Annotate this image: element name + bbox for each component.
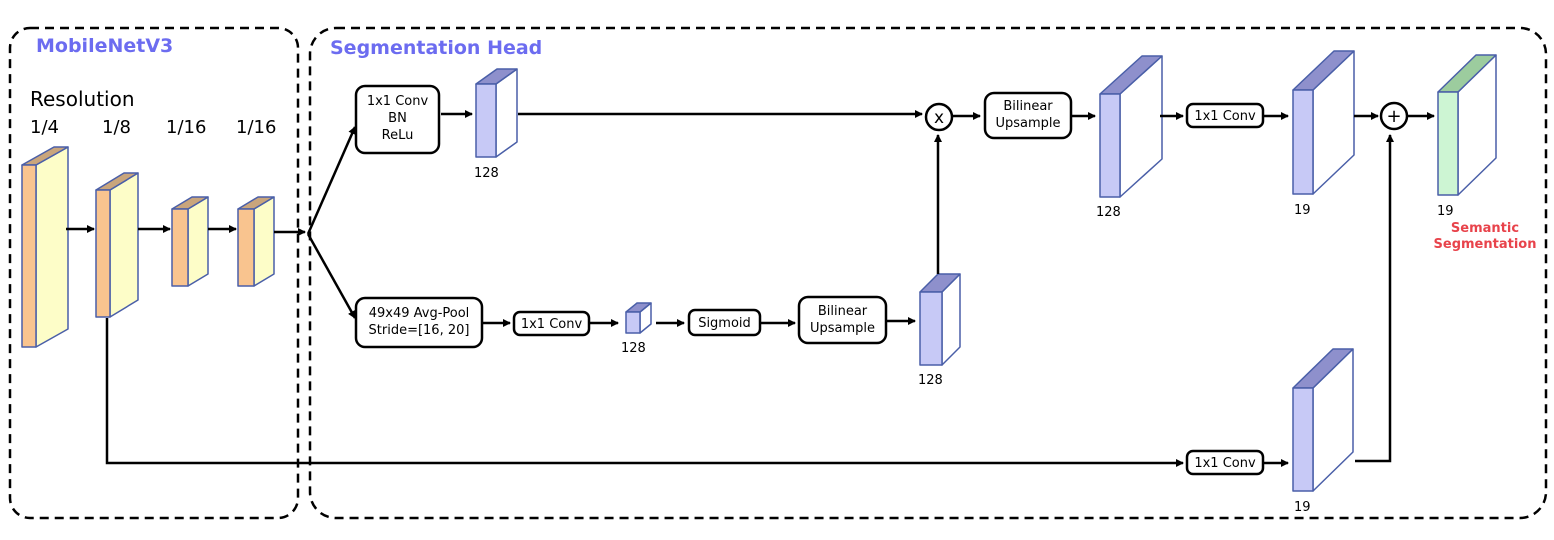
avg-pool-line-1: 49x49 Avg-Pool xyxy=(369,306,470,321)
block-front-face xyxy=(919,291,943,366)
pool-conv-box xyxy=(512,310,591,337)
gate-feature-channels: 128 xyxy=(918,373,943,388)
upsample-low-line-2: Upsample xyxy=(810,321,875,336)
stage-2-resolution: 1/8 xyxy=(102,117,131,138)
skip-logits-map xyxy=(1292,348,1354,492)
upsample-top-box xyxy=(983,91,1073,140)
block-front-face xyxy=(1437,91,1459,196)
main-logits-map xyxy=(1292,50,1355,195)
arrow-skip-to-add xyxy=(1355,134,1394,463)
block-front-face xyxy=(1292,89,1314,195)
upsample-low-box xyxy=(797,295,888,345)
pool-conv-label: 1x1 Conv xyxy=(521,317,583,332)
add-node xyxy=(1379,101,1409,131)
backbone-feature-map-2 xyxy=(95,172,139,318)
output-label-line-1: Semantic xyxy=(1451,221,1519,236)
backbone-region xyxy=(8,26,300,520)
conv-bn-relu-box xyxy=(354,84,441,155)
conv-bn-relu-line-2: BN xyxy=(388,111,407,126)
backbone-feature-map-3 xyxy=(171,196,209,287)
skip-connection-line xyxy=(105,318,1184,467)
upsample-low-line-1: Bilinear xyxy=(818,304,868,319)
conv-top-box xyxy=(1185,102,1265,129)
stage-1-resolution: 1/4 xyxy=(30,117,59,138)
multiply-node xyxy=(924,102,954,132)
multiply-symbol: x xyxy=(934,108,944,128)
output-channels: 19 xyxy=(1437,204,1454,219)
block-front-face xyxy=(21,164,37,348)
head-title: Segmentation Head xyxy=(330,37,542,59)
block-front-face xyxy=(1099,93,1121,198)
output-feature-map xyxy=(1437,54,1497,196)
pooled-feature-map xyxy=(625,302,652,334)
gate-feature-map xyxy=(919,273,961,366)
block-side-face xyxy=(253,196,275,287)
upsample-top-line-2: Upsample xyxy=(995,116,1060,131)
main-logits-channels: 19 xyxy=(1294,203,1311,218)
block-front-face xyxy=(1292,387,1314,492)
block-front-face xyxy=(171,208,189,287)
block-front-face xyxy=(95,189,111,318)
block-front-face xyxy=(475,83,497,158)
conv-bn-relu-line-3: ReLu xyxy=(382,128,414,143)
output-label-line-2: Segmentation xyxy=(1434,237,1537,252)
stage-3-resolution: 1/16 xyxy=(166,117,206,138)
conv-top-label: 1x1 Conv xyxy=(1194,109,1256,124)
sigmoid-label: Sigmoid xyxy=(698,316,751,331)
upsampled-feature-map xyxy=(1099,55,1163,198)
block-side-face xyxy=(109,172,139,318)
add-symbol: + xyxy=(1386,106,1401,127)
conv-skip-label: 1x1 Conv xyxy=(1194,456,1256,471)
backbone-feature-map-4 xyxy=(237,196,275,287)
conv-bn-relu-line-1: 1x1 Conv xyxy=(367,94,429,109)
backbone-title: MobileNetV3 xyxy=(36,35,173,57)
skip-logits-channels: 19 xyxy=(1294,500,1311,515)
block-side-face xyxy=(35,146,69,348)
resolution-label: Resolution xyxy=(30,87,135,111)
block-front-face xyxy=(625,311,641,334)
block-front-face xyxy=(237,208,255,287)
block-side-face xyxy=(187,196,209,287)
avg-pool-line-2: Stride=[16, 20] xyxy=(369,323,470,338)
relu-feature-map xyxy=(475,68,518,158)
head-region xyxy=(308,26,1548,520)
upsample-top-line-1: Bilinear xyxy=(1003,99,1053,114)
relu-feature-channels: 128 xyxy=(474,166,499,181)
arrow-to-conv-branch xyxy=(306,126,357,235)
stage-4-resolution: 1/16 xyxy=(236,117,276,138)
arrow-to-pool-branch xyxy=(306,233,357,319)
backbone-feature-map-1 xyxy=(21,146,69,348)
conv-skip-box xyxy=(1185,449,1265,476)
pooled-feature-channels: 128 xyxy=(621,341,646,356)
sigmoid-box xyxy=(687,308,762,337)
upsampled-feature-channels: 128 xyxy=(1096,205,1121,220)
